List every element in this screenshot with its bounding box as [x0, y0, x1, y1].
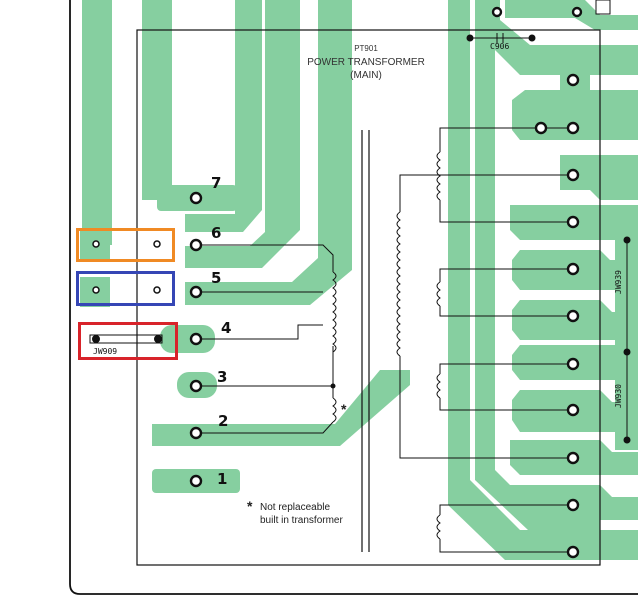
transformer-outline	[136, 29, 601, 566]
board-outline	[69, 0, 638, 595]
capacitor-label: C906	[490, 42, 510, 51]
orange-highlight-box	[76, 228, 175, 262]
top-right-component	[595, 0, 611, 15]
small-pads	[92, 240, 161, 294]
red-highlight-box	[78, 322, 178, 360]
jumper-label-jw930: JW930	[614, 384, 623, 409]
jumper-label-jw909: JW909	[93, 347, 118, 356]
pads	[189, 6, 583, 559]
coil-asterisk: *	[341, 401, 347, 417]
pin-label-1: 1	[217, 470, 228, 488]
pin-label-6: 6	[211, 224, 222, 242]
transformer-name: POWER TRANSFORMER	[307, 57, 425, 68]
pin-label-3: 3	[217, 368, 228, 386]
note-asterisk: *	[247, 498, 253, 514]
pin-label-2: 2	[218, 412, 229, 430]
note-line-1: Not replaceable	[260, 502, 331, 513]
jumper-label-jw939: JW939	[614, 270, 623, 295]
transformer-subname: (MAIN)	[350, 70, 382, 81]
solid-dots	[92, 34, 631, 444]
pin-label-4: 4	[221, 319, 232, 337]
note-line-2: built in transformer	[260, 515, 343, 526]
pin-label-5: 5	[211, 269, 222, 287]
blue-highlight-box	[76, 271, 175, 306]
transformer-ref: PT901	[354, 44, 378, 53]
pin-label-7: 7	[211, 174, 222, 192]
